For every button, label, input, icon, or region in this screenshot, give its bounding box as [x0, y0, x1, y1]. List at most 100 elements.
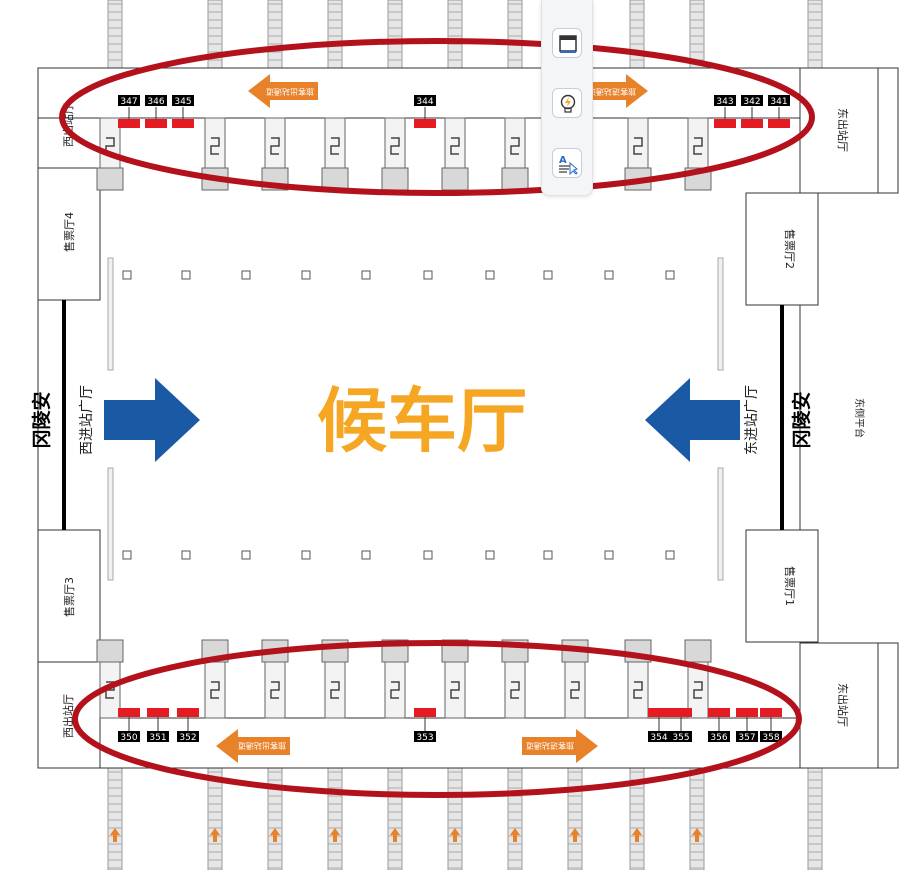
gate: 346	[145, 95, 167, 128]
exterior-walls	[62, 300, 784, 530]
track-direction-arrow	[330, 828, 340, 842]
east-platform-label: 东侧平台	[853, 398, 866, 438]
west-plaza-label: 西进站广厅	[79, 385, 95, 455]
escalator-block	[261, 117, 289, 191]
gate-number: 341	[770, 97, 787, 107]
gate-label-bg	[172, 95, 194, 106]
gate-label-bg	[670, 731, 692, 742]
gate-number: 350	[120, 733, 137, 743]
east-district-label: 冈陵安	[790, 391, 813, 448]
pillar	[665, 550, 675, 560]
gate-number: 343	[716, 97, 733, 107]
west-exit-bottom-label: 西出站厅	[61, 694, 75, 738]
escalator-block	[441, 639, 469, 719]
track-direction-arrow	[270, 828, 280, 842]
gate-label-bg	[760, 731, 782, 742]
track-columns-bottom	[107, 767, 823, 870]
gate-label-bg	[118, 731, 140, 742]
pillar	[122, 550, 132, 560]
gate: 345	[172, 95, 194, 128]
gate-marker	[414, 119, 436, 128]
escalator-block	[201, 639, 229, 719]
pillar	[485, 550, 495, 560]
escalator-block	[684, 639, 712, 719]
east-entry-arrow	[645, 378, 740, 462]
arrow-bottom-right-label: 旅客进站通道	[526, 741, 574, 751]
gate-number: 357	[738, 733, 755, 743]
pillar	[485, 270, 495, 280]
track-column	[447, 0, 463, 69]
pillar	[241, 550, 251, 560]
escalator-block	[321, 117, 349, 191]
escalator-block	[501, 639, 529, 719]
track-column	[507, 0, 523, 69]
pillar	[604, 270, 614, 280]
pillar	[361, 270, 371, 280]
west-district-label: 冈陵安	[30, 391, 53, 448]
track-column	[207, 767, 223, 870]
gate-marker	[736, 708, 758, 717]
pillar	[181, 550, 191, 560]
lightbulb-icon	[560, 94, 576, 113]
escalator-block	[441, 117, 469, 191]
ideas-button[interactable]	[552, 88, 582, 118]
track-column	[629, 0, 645, 69]
gate: 353	[414, 708, 436, 743]
east-exit-top-label: 东出站厅	[836, 108, 850, 152]
gate: 342	[741, 95, 763, 128]
pillar	[301, 270, 311, 280]
arrow-bottom-right: 旅客进站通道	[522, 729, 598, 763]
gate-number: 347	[120, 97, 137, 107]
gate: 341	[768, 95, 790, 128]
track-column	[689, 0, 705, 69]
track-column	[807, 0, 823, 69]
pillar	[361, 550, 371, 560]
gate-number: 355	[672, 733, 689, 743]
gate-marker	[760, 708, 782, 717]
gate-number: 342	[743, 97, 760, 107]
track-direction-arrow	[510, 828, 520, 842]
east-ticket-bottom-label: 售票厅1	[783, 566, 797, 606]
track-column	[807, 767, 823, 870]
pillar	[543, 270, 553, 280]
pillar	[423, 270, 433, 280]
gate-label-bg	[736, 731, 758, 742]
gate-number: 351	[149, 733, 166, 743]
pillar	[181, 270, 191, 280]
gate-number: 356	[710, 733, 727, 743]
layout-icon	[559, 35, 577, 53]
gate: 356	[708, 708, 730, 743]
gate-marker	[118, 708, 140, 717]
gate-label-bg	[414, 95, 436, 106]
text-format-button[interactable]: A	[552, 148, 582, 178]
track-direction-arrow	[570, 828, 580, 842]
svg-text:A: A	[559, 155, 567, 166]
gate-number: 358	[762, 733, 779, 743]
gate: 347	[118, 95, 140, 128]
pillar	[423, 550, 433, 560]
hall-title: 候车厅	[317, 380, 527, 462]
gate: 343	[714, 95, 736, 128]
east-rooms	[745, 192, 819, 643]
track-column	[107, 0, 123, 69]
floating-toolbar: A	[541, 0, 593, 196]
gate-marker	[172, 119, 194, 128]
escalator-block	[96, 639, 124, 719]
gate-marker	[147, 708, 169, 717]
gate: 352	[177, 708, 199, 743]
gate-number: 352	[179, 733, 196, 743]
gate-marker	[714, 119, 736, 128]
track-column	[447, 767, 463, 870]
arrow-bottom-left: 旅客出站通道	[216, 729, 290, 763]
escalator-block	[684, 117, 712, 191]
escalators-bottom	[96, 639, 712, 719]
layout-button[interactable]	[552, 28, 582, 58]
gate-label-bg	[147, 731, 169, 742]
gate-marker	[118, 119, 140, 128]
gate-number: 344	[416, 97, 433, 107]
track-direction-arrow	[450, 828, 460, 842]
pillar	[241, 270, 251, 280]
gate-label-bg	[414, 731, 436, 742]
